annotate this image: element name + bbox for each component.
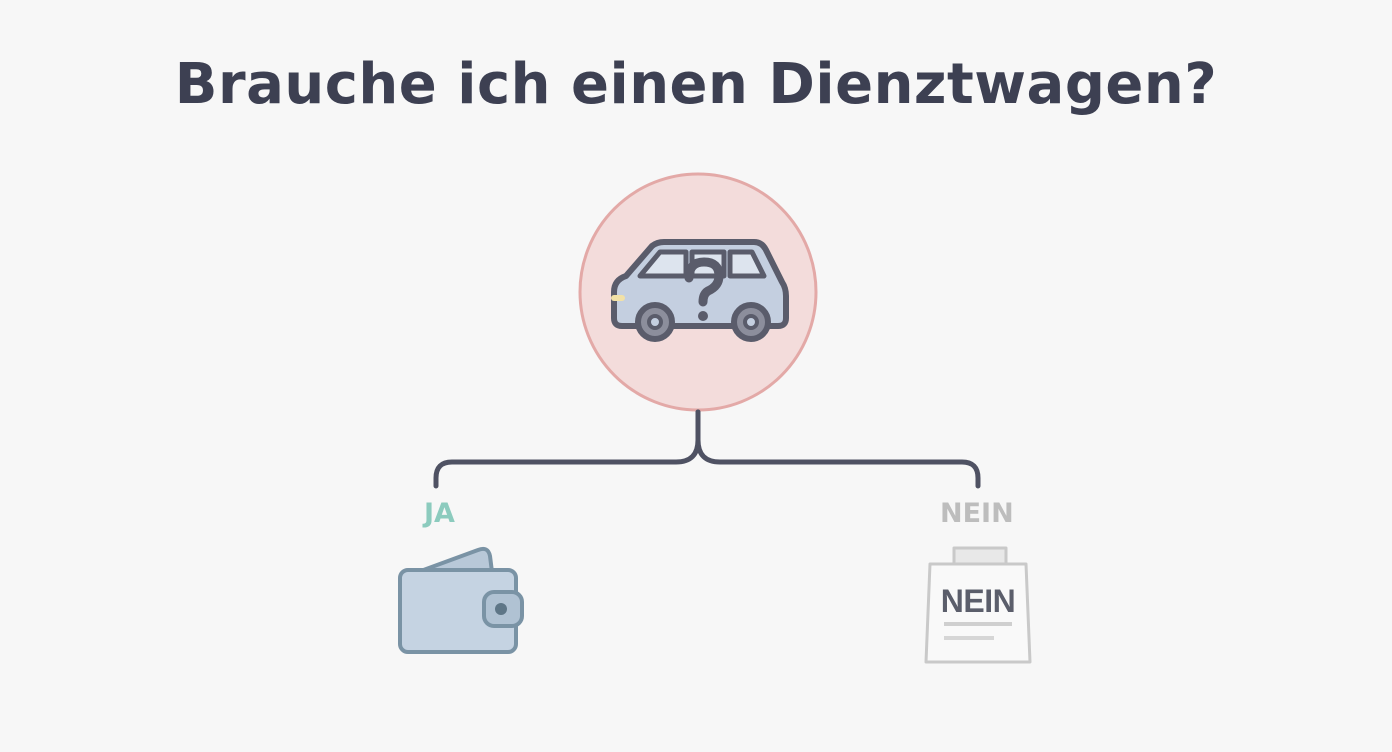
- car-question-icon: [611, 239, 789, 342]
- no-sign-text: NEIN: [940, 583, 1016, 619]
- central-question-node: [578, 172, 818, 412]
- connector-no-branch: [695, 409, 981, 489]
- page-title: Brauche ich einen Dienztwagen?: [174, 52, 1218, 117]
- connector-yes-branch: [433, 409, 701, 489]
- yes-branch-label: JA: [424, 498, 455, 529]
- no-branch-label: NEIN: [940, 498, 1014, 529]
- no-sign-icon: [924, 546, 1032, 664]
- wallet-icon: [398, 546, 524, 654]
